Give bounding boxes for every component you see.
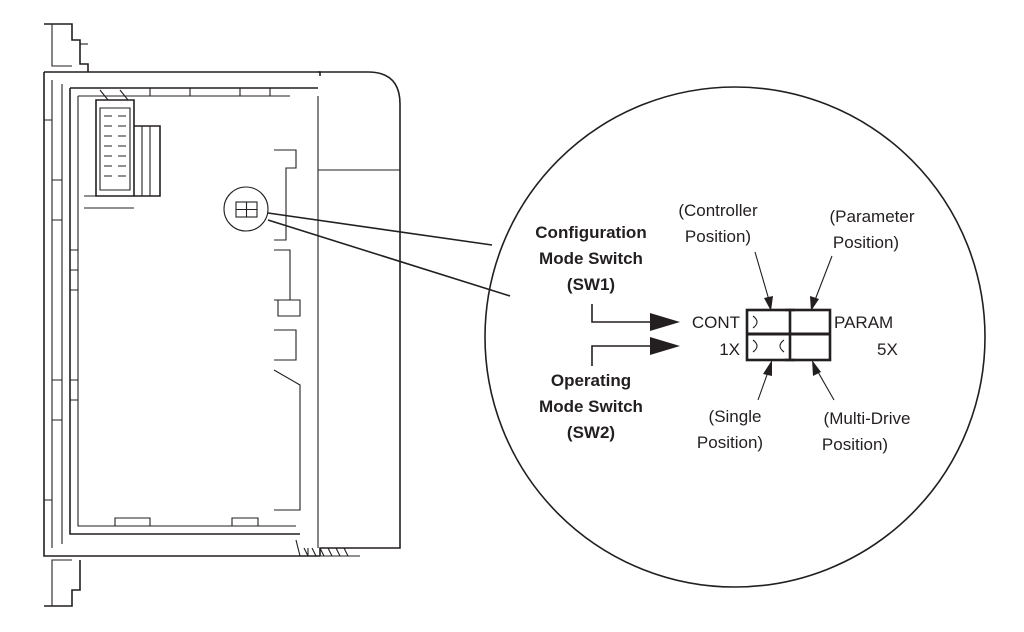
svg-text:(Multi-Drive: (Multi-Drive — [824, 409, 911, 428]
module-switch — [223, 186, 269, 232]
one-x-label: 1X — [719, 340, 740, 359]
magnified-view-circle — [484, 86, 986, 588]
multi-drive-leader — [812, 360, 835, 401]
svg-text:Position): Position) — [697, 433, 763, 452]
svg-text:Mode Switch: Mode Switch — [539, 249, 643, 268]
single-position-label: (Single Position) — [697, 407, 763, 452]
parameter-position-label: (Parameter Position) — [829, 207, 914, 252]
svg-text:(SW2): (SW2) — [567, 423, 615, 442]
drive-module — [43, 23, 401, 607]
config-switch-label: Configuration Mode Switch (SW1) — [535, 223, 646, 294]
controller-position-label: (Controller Position) — [678, 201, 758, 246]
sw2-arrow — [591, 337, 680, 366]
svg-text:Configuration: Configuration — [535, 223, 646, 242]
cont-label: CONT — [692, 313, 740, 332]
single-leader — [757, 360, 772, 401]
svg-text:(Parameter: (Parameter — [829, 207, 914, 226]
connector-block — [84, 89, 161, 209]
callout-line-bottom — [267, 219, 511, 297]
svg-text:Operating: Operating — [551, 371, 631, 390]
multi-drive-position-label: (Multi-Drive Position) — [822, 409, 911, 454]
callout-line-top — [267, 212, 493, 246]
five-x-label: 5X — [877, 340, 898, 359]
svg-text:Mode Switch: Mode Switch — [539, 397, 643, 416]
front-cover — [295, 71, 401, 557]
parameter-leader — [810, 255, 833, 311]
svg-text:Position): Position) — [822, 435, 888, 454]
sw2-actuator — [752, 339, 758, 353]
controller-leader — [754, 251, 773, 311]
svg-text:Position): Position) — [685, 227, 751, 246]
dip-switch-block — [745, 308, 832, 362]
param-label: PARAM — [834, 313, 893, 332]
svg-text:(Controller: (Controller — [678, 201, 758, 220]
svg-text:(SW1): (SW1) — [567, 275, 615, 294]
svg-text:Position): Position) — [833, 233, 899, 252]
svg-text:(Single: (Single — [709, 407, 762, 426]
sw1-arrow — [591, 304, 680, 331]
operating-switch-label: Operating Mode Switch (SW2) — [539, 371, 643, 442]
sw1-actuator — [752, 315, 758, 329]
